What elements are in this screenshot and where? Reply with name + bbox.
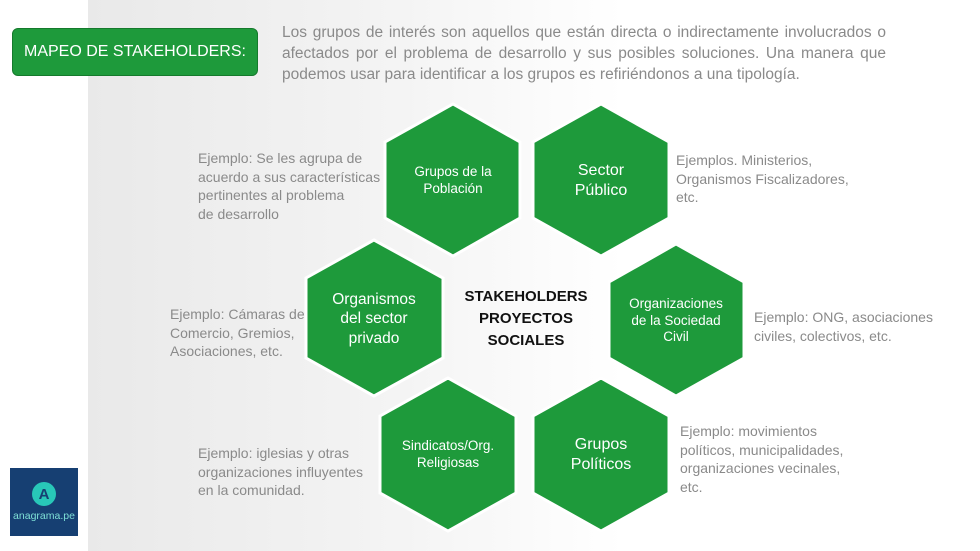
hex-label-privado: Organismos del sector privado — [310, 284, 438, 354]
hex-label-politicos: Grupos Políticos — [538, 424, 664, 486]
center-label: STAKEHOLDERS PROYECTOS SOCIALES — [446, 286, 606, 352]
hex-label-line: Grupos — [574, 436, 628, 453]
hex-publico — [531, 102, 671, 258]
hex-label-publico: Sector Público — [538, 150, 664, 212]
note-line: pertinentes al problema — [198, 187, 345, 203]
page-title: MAPEO DE STAKEHOLDERS: — [12, 28, 258, 76]
note-line: Organismos Fiscalizadores, — [676, 170, 849, 187]
note-line: Ejemplo: Cámaras de — [170, 306, 305, 322]
hex-label-line: Organismos — [332, 290, 416, 308]
note-politicos: Ejemplo: movimientos políticos, municipa… — [680, 422, 843, 496]
note-sociedad-civil: Ejemplo: ONG, asociaciones civiles, cole… — [754, 308, 933, 345]
note-line: Ejemplo: ONG, asociaciones — [754, 309, 933, 325]
center-line: SOCIALES — [487, 332, 565, 349]
note-line: organizaciones vecinales, — [680, 460, 841, 476]
center-line: STAKEHOLDERS — [464, 288, 588, 305]
note-line: acuerdo a sus características — [198, 168, 381, 185]
hex-label-line: Población — [423, 181, 483, 196]
hex-sindicatos — [378, 376, 518, 533]
anagrama-logo: A anagrama.pe — [10, 468, 78, 536]
note-publico: Ejemplos. Ministerios, Organismos Fiscal… — [676, 151, 849, 207]
hex-label-line: de la Sociedad — [631, 312, 721, 328]
hex-label-line: Sector — [577, 162, 625, 179]
note-line: etc. — [676, 189, 699, 205]
hex-label-line: del sector — [340, 310, 408, 328]
hex-politicos — [531, 376, 671, 533]
hex-privado — [304, 238, 445, 398]
hex-label-line: Público — [574, 182, 628, 199]
note-line: Asociaciones, etc. — [170, 343, 283, 359]
note-sindicatos: Ejemplo: iglesias y otras organizaciones… — [198, 444, 363, 500]
note-line: organizaciones influyentes — [198, 463, 363, 480]
hex-label-line: Sindicatos/Org. — [401, 438, 495, 454]
hex-label-poblacion: Grupos de la Población — [390, 150, 516, 212]
note-privado: Ejemplo: Cámaras de Comercio, Gremios, A… — [170, 305, 305, 361]
center-line: PROYECTOS — [479, 310, 573, 327]
hex-poblacion — [383, 102, 522, 258]
hex-label-line: Grupos de la — [414, 164, 492, 180]
note-line: Ejemplo: movimientos — [680, 423, 817, 439]
note-line: políticos, municipalidades, — [680, 441, 844, 458]
note-line: Comercio, Gremios, — [170, 324, 295, 341]
note-line: etc. — [680, 478, 703, 495]
logo-text: anagrama.pe — [13, 510, 75, 522]
note-line: Ejemplo: iglesias y otras — [198, 445, 349, 461]
hex-label-sindicatos: Sindicatos/Org. Religiosas — [384, 424, 512, 486]
intro-text: Los grupos de interés son aquellos que e… — [282, 24, 886, 83]
hex-label-line: privado — [348, 329, 400, 347]
hex-label-line: Civil — [663, 329, 689, 345]
note-line: Ejemplo: Se les agrupa de — [198, 150, 363, 166]
hex-label-line: Organizaciones — [629, 295, 723, 311]
hex-sociedad-civil — [607, 242, 746, 398]
hex-label-line: Políticos — [570, 456, 632, 473]
anagrama-logo-icon: A — [32, 482, 56, 506]
note-line: Ejemplos. Ministerios, — [676, 152, 813, 168]
note-poblacion: Ejemplo: Se les agrupa de acuerdo a sus … — [198, 149, 380, 223]
hex-label-sociedad-civil: Organizaciones de la Sociedad Civil — [612, 288, 740, 354]
hex-label-line: Religiosas — [416, 455, 480, 470]
note-line: de desarrollo — [198, 205, 279, 222]
note-line: civiles, colectivos, etc. — [754, 327, 892, 344]
note-line: en la comunidad. — [198, 482, 305, 498]
